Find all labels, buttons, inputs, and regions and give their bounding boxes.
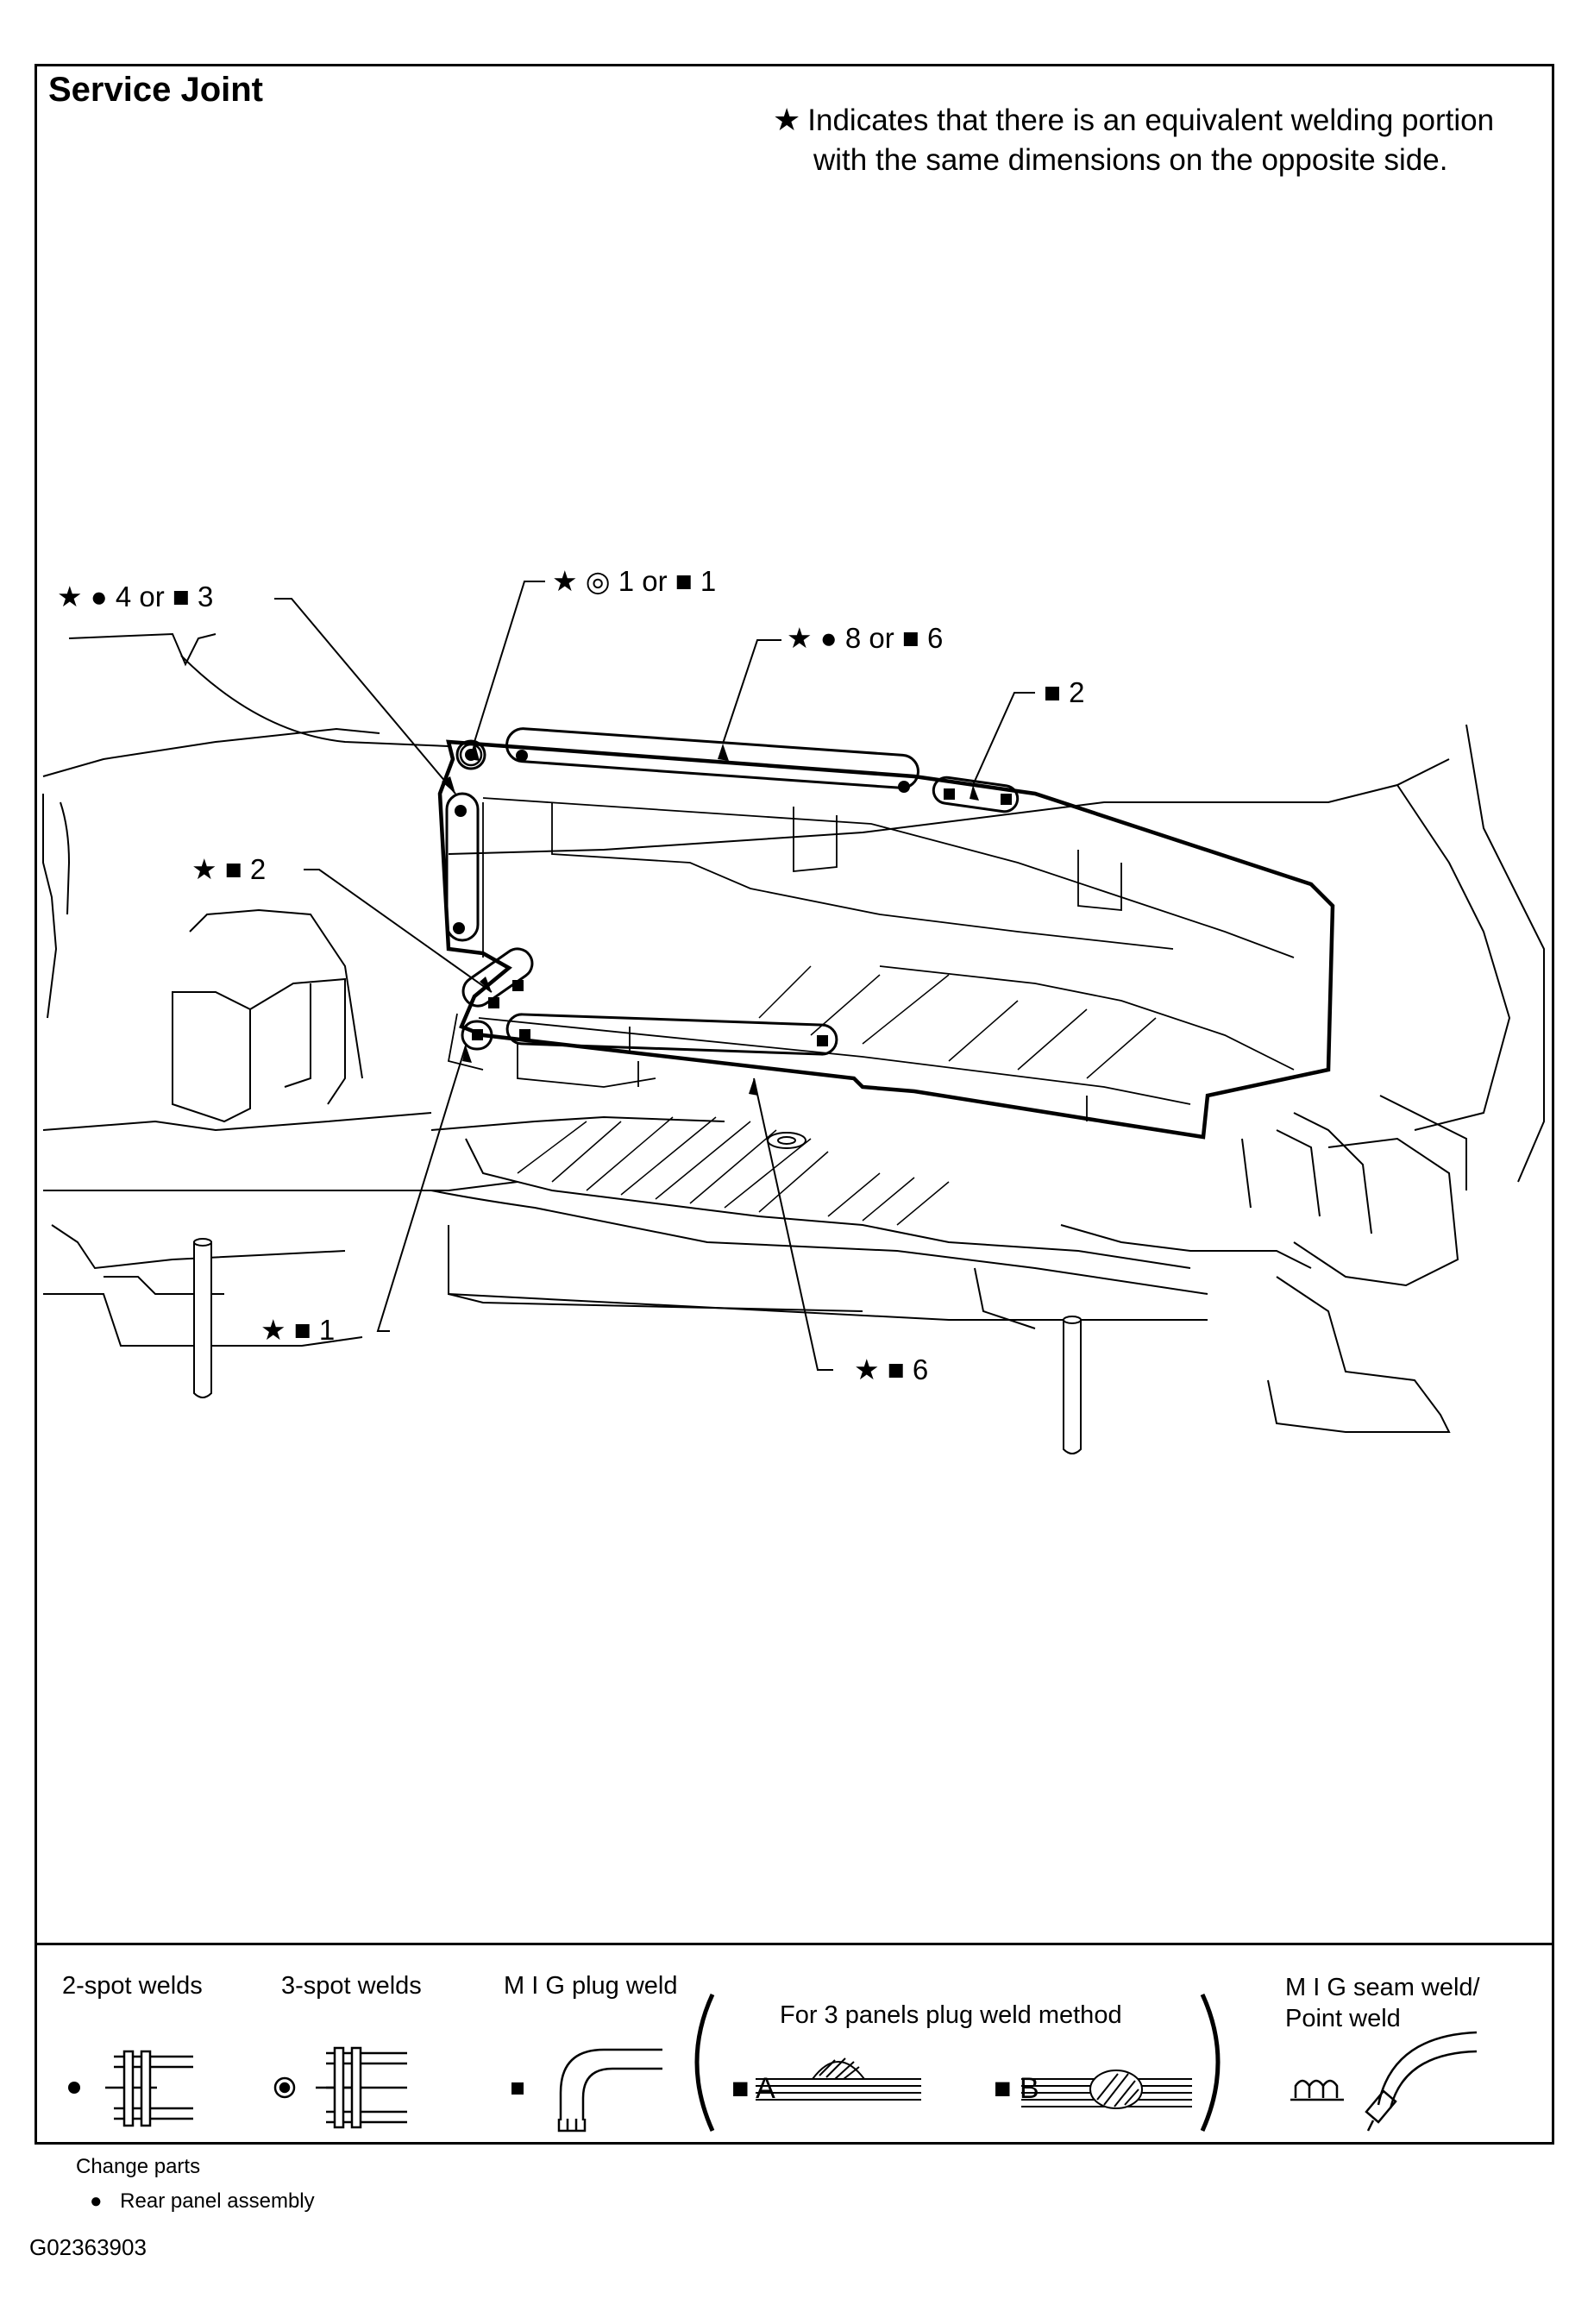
rear-panel-label: Rear panel assembly	[120, 2189, 315, 2213]
star-icon: ★	[854, 1354, 880, 1385]
callout-text: 6	[927, 622, 944, 654]
leader-lines	[274, 581, 1035, 1371]
star-icon: ★	[787, 622, 813, 654]
method-b-label: B	[1020, 2072, 1039, 2105]
dot-icon: ●	[90, 581, 108, 612]
legend-two-spot-label: 2-spot welds	[62, 1972, 203, 2000]
dot-icon: ●	[90, 2189, 103, 2213]
callout-text: 1	[700, 565, 717, 597]
figure-id: G02363903	[29, 2234, 147, 2260]
floor-hatching	[517, 965, 1157, 1226]
callout-text: 1 or	[618, 565, 668, 597]
change-parts-label: Change parts	[76, 2155, 201, 2178]
legend-mig-seam-label: M I G seam weld/ Point weld	[1285, 1972, 1480, 2034]
support-posts	[193, 1132, 1082, 1454]
square-icon: ■	[901, 622, 919, 654]
square-icon: ■	[887, 1354, 905, 1385]
vehicle-body-outline	[42, 632, 1545, 1433]
page-title: Service Joint	[48, 71, 264, 109]
mig-plug-weld-icon	[511, 2048, 662, 2132]
callout-text: 8 or	[844, 622, 894, 654]
legend-three-panels-label: For 3 panels plug weld method	[780, 2001, 1122, 2029]
callout-c4: ■ 2	[1044, 676, 1084, 709]
legend-mig-plug-label: M I G plug weld	[504, 1972, 678, 2000]
callout-text: 4 or	[115, 581, 165, 612]
legend-divider	[35, 1943, 1554, 1945]
bracket-group	[694, 1993, 1221, 2132]
star-icon: ★	[773, 102, 801, 137]
rear-panel-detail	[447, 797, 1295, 1121]
callout-c3: ★ ● 8 or ■ 6	[787, 621, 943, 655]
star-icon: ★	[260, 1314, 286, 1346]
figure-frame	[35, 64, 1554, 2145]
square-icon: ■	[675, 565, 693, 597]
callout-text: 2	[1069, 676, 1085, 708]
double-circle-icon: ◎	[585, 565, 611, 597]
legend-mig-seam-line2: Point weld	[1285, 2005, 1401, 2032]
square-icon: ■	[1044, 676, 1061, 708]
weld-points	[453, 743, 1012, 1046]
star-icon: ★	[57, 581, 83, 612]
callout-c1: ★ ● 4 or ■ 3	[57, 580, 213, 613]
note-line2: with the same dimensions on the opposite…	[813, 143, 1448, 177]
three-spot-weld-icon	[273, 2046, 407, 2129]
callout-c5: ★ ■ 2	[191, 852, 266, 886]
rear-panel-item: ● Rear panel assembly	[90, 2189, 315, 2214]
callout-c7: ★ ■ 6	[854, 1353, 928, 1386]
legend-method-a: ■ A	[731, 2072, 775, 2106]
callout-c2: ★ ◎ 1 or ■ 1	[552, 564, 716, 598]
mig-seam-weld-icon	[1290, 2031, 1478, 2132]
rear-panel-outline	[437, 739, 1335, 1140]
square-icon: ■	[224, 853, 242, 885]
square-icon: ■	[994, 2072, 1012, 2105]
leader-arrowheads	[442, 742, 979, 1096]
callout-text: 6	[912, 1354, 929, 1385]
legend-method-b: ■ B	[994, 2072, 1039, 2106]
callout-c6: ★ ■ 1	[260, 1313, 335, 1347]
dot-icon: ●	[819, 622, 838, 654]
callout-text: 1	[318, 1314, 336, 1346]
star-note: ★Indicates that there is an equivalent w…	[773, 100, 1494, 180]
note-line1: Indicates that there is an equivalent we…	[807, 104, 1495, 137]
star-icon: ★	[191, 853, 217, 885]
square-icon: ■	[293, 1314, 311, 1346]
three-panel-method-a-icon	[756, 2057, 921, 2101]
method-a-label: A	[756, 2072, 775, 2105]
weld-groups	[445, 727, 1020, 1056]
legend-three-spot-label: 3-spot welds	[281, 1972, 422, 2000]
square-icon: ■	[731, 2072, 750, 2105]
three-panel-method-b-icon	[1021, 2070, 1192, 2109]
square-icon: ■	[172, 581, 190, 612]
callout-text: 3	[198, 581, 214, 612]
callout-text: 2	[249, 853, 267, 885]
star-icon: ★	[552, 565, 578, 597]
two-spot-weld-icon	[68, 2050, 193, 2127]
legend-mig-seam-line1: M I G seam weld/	[1285, 1974, 1480, 2001]
